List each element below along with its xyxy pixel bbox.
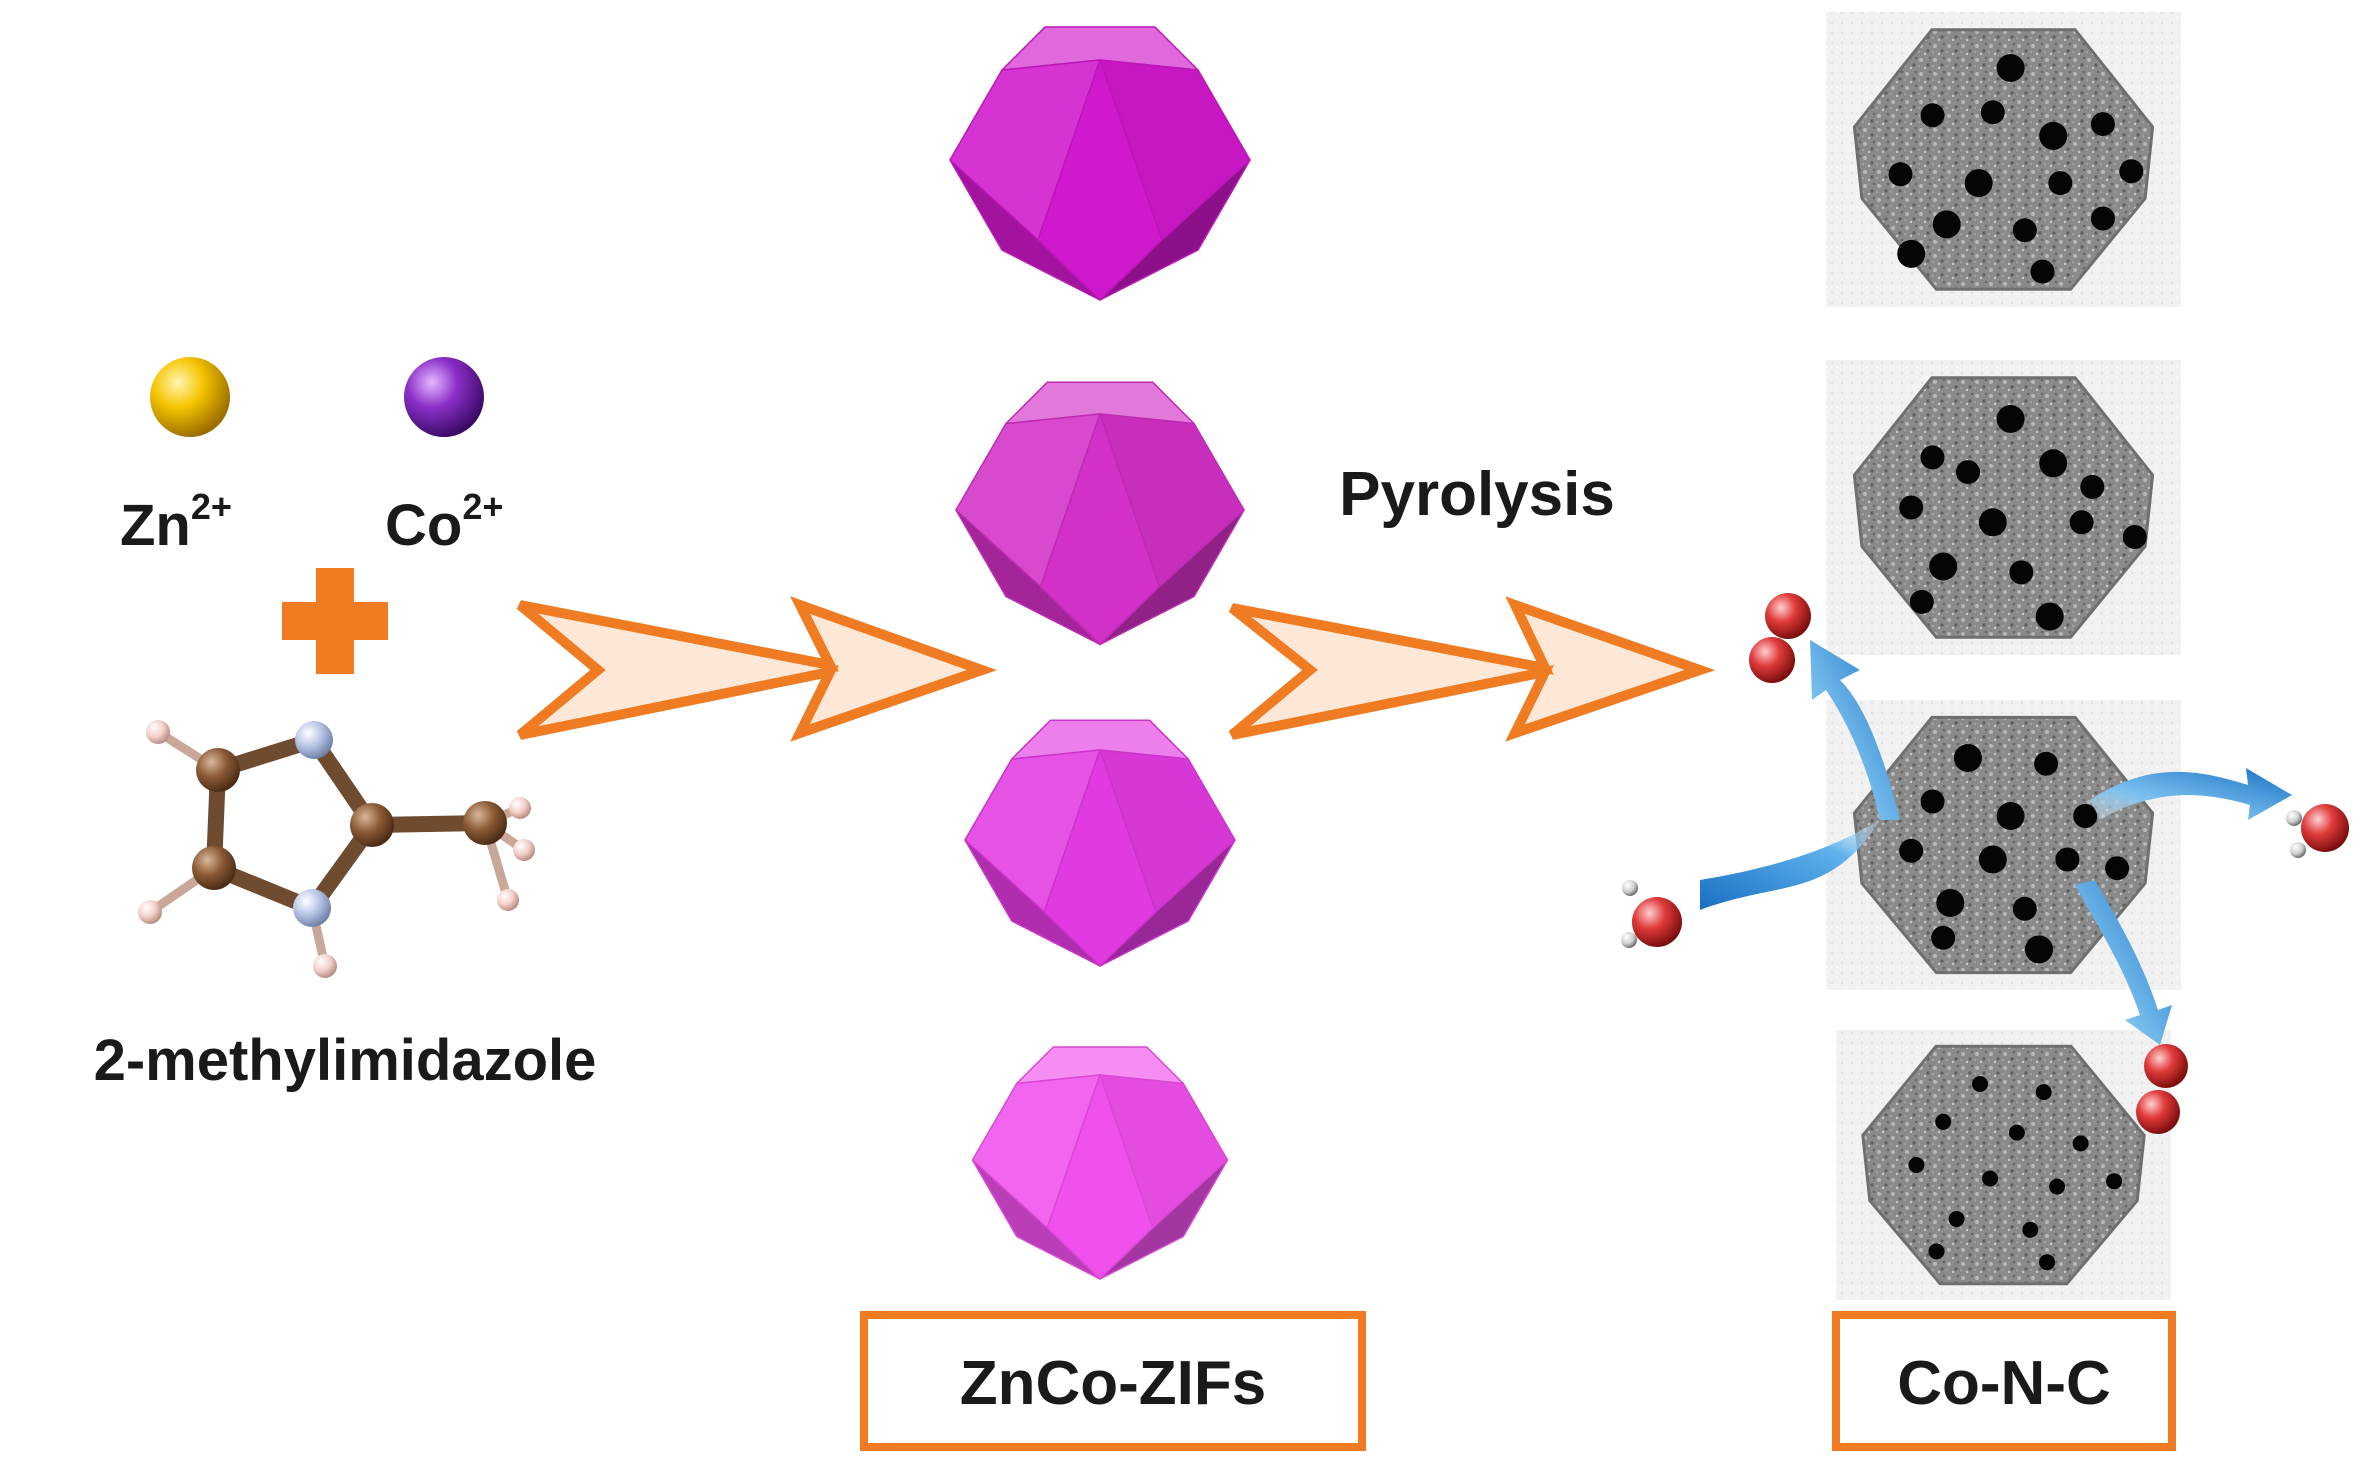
step1-arrow-icon (516, 596, 998, 742)
cobalt-nanoparticle (2034, 751, 2059, 776)
cobalt-nanoparticle (2025, 935, 2053, 964)
svg-text:Co2+: Co2+ (385, 486, 503, 558)
cobalt-nanoparticle (1920, 445, 1945, 470)
oxygen-molecule-in-icon (2136, 1044, 2188, 1134)
cobalt-nanoparticle (1928, 1243, 1945, 1260)
zif-crystal-icon (971, 1046, 1229, 1280)
cobalt-nanoparticle (2012, 218, 2037, 243)
cobalt-nanoparticle (2055, 847, 2080, 872)
cobalt-nanoparticle (2073, 804, 2098, 828)
cobalt-nanoparticle (2106, 1173, 2123, 1190)
cobalt-nanoparticle (2035, 602, 2064, 631)
cobalt-nanoparticle (1980, 100, 2005, 125)
reaction-arrow-up-icon (1810, 640, 1900, 820)
cobalt-nanoparticle (2035, 1084, 2052, 1101)
co-ion: Co2+ (385, 357, 503, 558)
co-ion-charge: 2+ (462, 486, 503, 527)
cobalt-nanoparticle (1909, 589, 1934, 614)
cobalt-nanoparticle (1899, 495, 1924, 520)
co-n-c-particle-icon (1836, 1030, 2171, 1300)
methylimidazole-molecule-icon (138, 720, 535, 978)
reaction-arrow-down-icon (2075, 880, 2172, 1045)
co-n-c-particles (1826, 12, 2181, 1300)
cobalt-nanoparticle (2119, 159, 2144, 184)
cobalt-nanoparticle (1931, 925, 1956, 950)
cobalt-nanoparticle (1897, 239, 1926, 268)
zif-crystals (949, 26, 1251, 1280)
cobalt-nanoparticle (2039, 1254, 2055, 1271)
plus-icon (282, 568, 388, 674)
cobalt-nanoparticle (2009, 560, 2034, 585)
cobalt-nanoparticle (1978, 845, 2007, 874)
cobalt-nanoparticle (2022, 1221, 2039, 1238)
cobalt-nanoparticle (2049, 1178, 2066, 1195)
co-n-c-particle-icon (1826, 12, 2181, 307)
cobalt-nanoparticle (2122, 525, 2147, 549)
zn-ion-charge: 2+ (191, 486, 232, 527)
reaction-arrow-in-icon (1700, 820, 1880, 910)
cobalt-nanoparticle (1982, 1170, 1999, 1187)
product-label: Co-N-C (1897, 1349, 2111, 1418)
step2-arrow-icon (1228, 596, 1716, 742)
zn-ion-symbol: Zn (120, 493, 191, 558)
cobalt-nanoparticle (1972, 1076, 1988, 1092)
co-ion-sphere (404, 357, 484, 437)
cobalt-nanoparticle (2069, 510, 2094, 535)
cobalt-nanoparticle (1996, 54, 2025, 82)
product-label-box (1832, 1311, 2176, 1451)
cobalt-nanoparticle (1929, 552, 1958, 581)
linker-label: 2-methylimidazole (94, 1028, 597, 1093)
cobalt-nanoparticle (2030, 259, 2055, 284)
reaction-arrows (1700, 640, 2292, 1045)
cobalt-nanoparticle (1908, 1157, 1925, 1173)
cobalt-nanoparticle (2008, 1124, 2025, 1141)
cobalt-nanoparticle (1932, 210, 1961, 239)
cobalt-nanoparticle (1956, 460, 1980, 485)
cobalt-nanoparticle (2039, 121, 2068, 150)
cobalt-nanoparticle (1936, 889, 1965, 917)
cobalt-nanoparticle (2039, 449, 2068, 478)
zif-crystal-icon (964, 719, 1236, 967)
cobalt-nanoparticle (1954, 744, 1982, 772)
svg-text:Zn2+: Zn2+ (120, 486, 232, 558)
cobalt-nanoparticle (1978, 508, 2007, 537)
cobalt-nanoparticle (2080, 474, 2105, 499)
cobalt-nanoparticle (2105, 856, 2130, 881)
cobalt-nanoparticle (1888, 162, 1913, 187)
cobalt-nanoparticle (1964, 169, 1993, 198)
zif-label: ZnCo-ZIFs (960, 1349, 1267, 1418)
water-molecule-out-icon (2286, 804, 2349, 858)
cobalt-nanoparticle (2090, 206, 2115, 231)
zn-ion: Zn2+ (120, 357, 232, 558)
cobalt-nanoparticle (1920, 789, 1945, 814)
cobalt-nanoparticle (1996, 802, 2025, 830)
cobalt-nanoparticle (1920, 103, 1945, 128)
co-n-c-particle-icon (1826, 360, 2181, 655)
cobalt-nanoparticle (1935, 1113, 1952, 1130)
reaction-arrow-right-icon (2090, 768, 2292, 820)
cobalt-nanoparticle (2048, 171, 2073, 196)
water-molecule-in-icon (1621, 880, 1682, 948)
oxygen-molecule-out-icon (1749, 593, 1811, 683)
cobalt-nanoparticle (2012, 896, 2037, 921)
cobalt-nanoparticle (2072, 1135, 2089, 1152)
zif-crystal-icon (955, 381, 1245, 646)
cobalt-nanoparticle (1899, 838, 1924, 863)
cobalt-nanoparticle (1996, 405, 2025, 433)
step2-label: Pyrolysis (1339, 460, 1615, 529)
cobalt-nanoparticle (2090, 112, 2115, 137)
zif-crystal-icon (949, 26, 1251, 301)
zif-label-box (860, 1311, 1366, 1451)
zn-ion-sphere (150, 357, 230, 437)
cobalt-nanoparticle (1948, 1211, 1965, 1227)
co-ion-symbol: Co (385, 493, 462, 558)
